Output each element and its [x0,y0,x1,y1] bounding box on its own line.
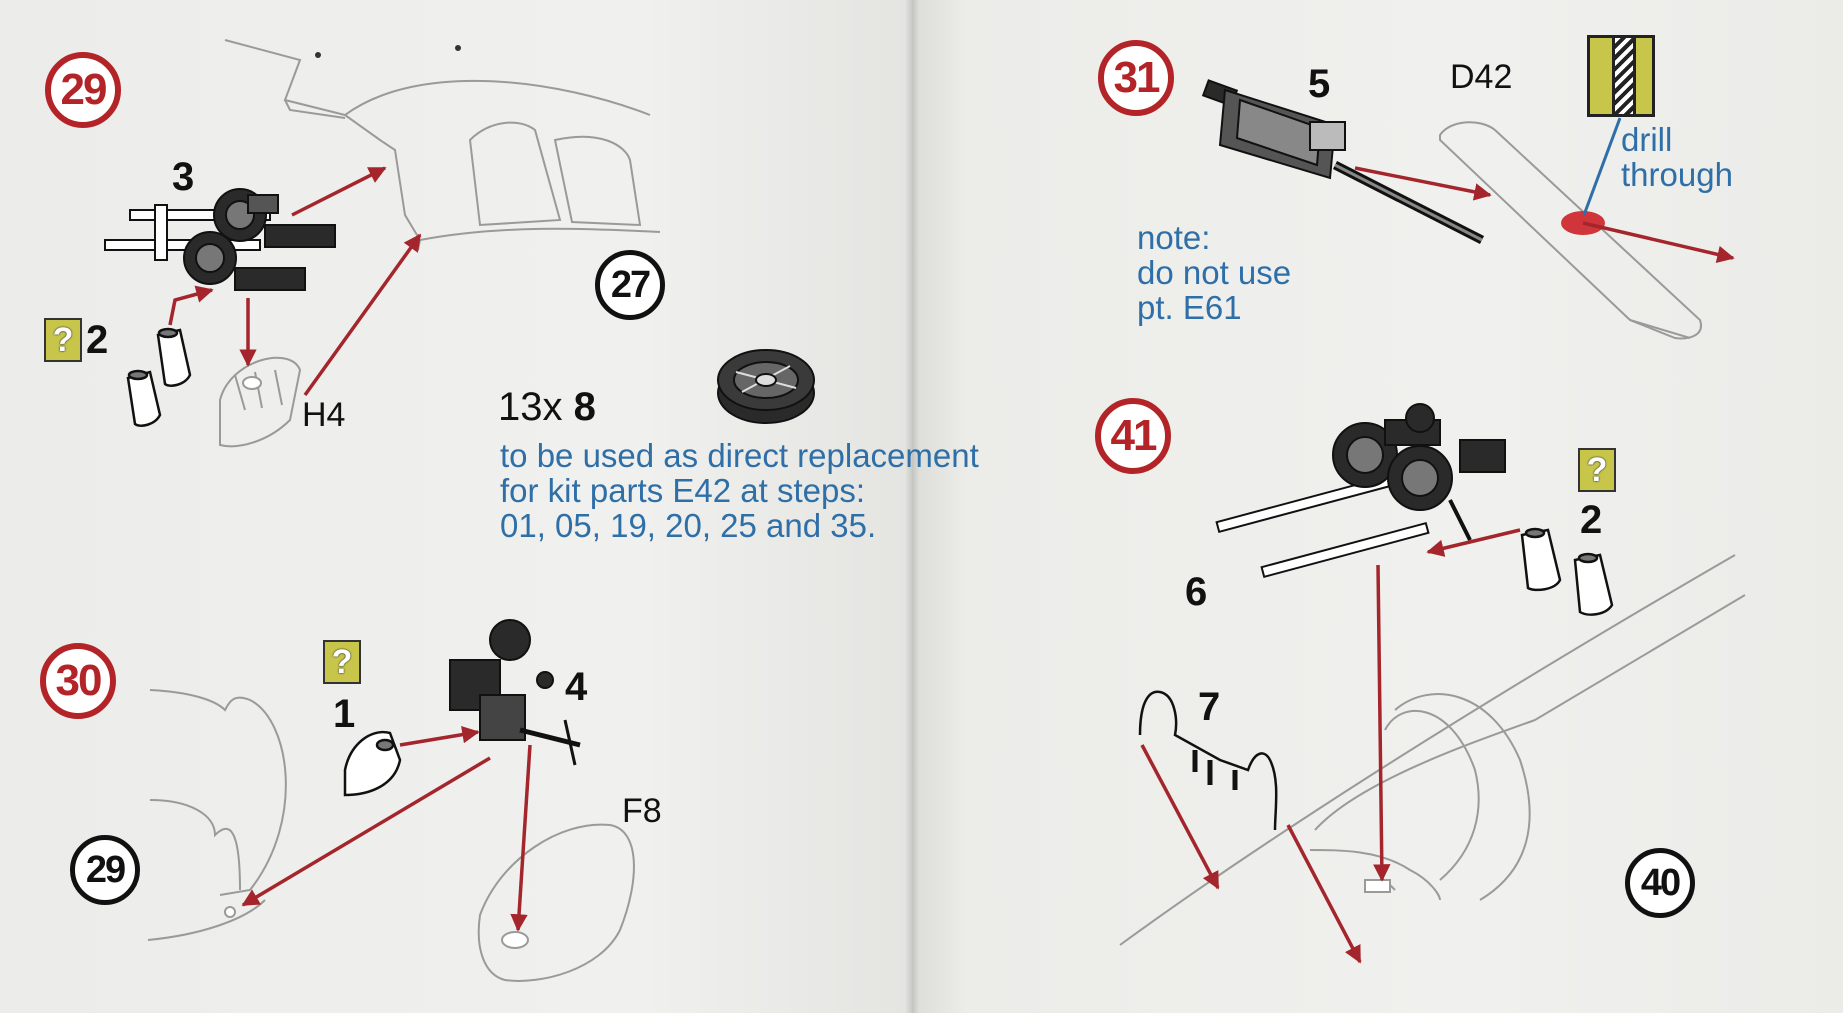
step41-fuselage-outline [1119,554,1746,946]
drill-leader-line [1582,117,1622,216]
left-page [0,0,912,1013]
step-41-badge: 41 [1095,398,1171,474]
step-30-badge: 30 [40,643,116,719]
step29-fuselage-outline [224,39,661,251]
ref-step-29-badge: 29 [70,835,140,905]
drill-note-line: drill [1621,121,1673,158]
drill-through-note: drill through [1621,122,1733,192]
part5-machine-gun-drawing [1201,79,1485,245]
page-gutter [905,0,919,1013]
part2-ammo-boxes-drawing [126,327,192,427]
part-number-6: 6 [1185,570,1208,614]
step30-fuselage-outline [147,689,287,941]
part-number-2-right: 2 [1580,498,1603,542]
usage-note-line: do not use [1137,254,1292,291]
drill-through-icon [1587,35,1655,117]
d42-wing-outline [1439,121,1702,340]
optional-part-marker: ? [323,640,361,684]
replacement-note-line: to be used as direct replacement [500,437,979,474]
part-number-7: 7 [1198,685,1221,729]
ref-step-40-badge: 40 [1625,848,1695,918]
part4-turret-gun-drawing [449,619,581,766]
replacement-note-line: 01, 05, 19, 20, 25 and 35. [500,507,877,544]
part7-rail-drawing [1138,690,1278,831]
f8-part-outline [477,823,635,982]
step29-arrows [168,166,422,397]
part-number-3: 3 [172,155,195,199]
quantity-part-number: 8 [573,385,596,429]
kit-part-d42: D42 [1450,58,1513,96]
part-number-4: 4 [565,665,588,709]
step-31-badge: 31 [1098,40,1174,116]
step31-arrows [1354,166,1735,263]
part1-ammo-box-drawing [343,730,402,797]
replacement-note: to be used as direct replacement for kit… [500,438,979,543]
step41-arrows [1140,528,1521,964]
quantity-label: 13x 8 [498,385,596,430]
part-number-1: 1 [333,692,356,736]
optional-part-marker: ? [44,318,82,362]
drill-note-line: through [1621,156,1733,193]
part2-right-ammo-boxes-drawing [1520,527,1614,616]
part6-twin-gun-mount-drawing [1215,403,1506,579]
kit-part-h4: H4 [302,396,346,434]
optional-part-marker: ? [1578,448,1616,492]
part3-gun-mount-drawing [104,188,336,291]
kit-part-f8: F8 [622,792,662,830]
drum-part8-drawing [717,349,815,424]
part-number-5: 5 [1308,62,1331,106]
step-29-badge: 29 [45,52,121,128]
replacement-note-line: for kit parts E42 at steps: [500,472,865,509]
h4-part-outline [219,356,302,448]
usage-note: note: do not use pt. E61 [1137,220,1291,325]
usage-note-line: note: [1137,219,1211,256]
right-page [912,0,1843,1013]
step30-arrows [241,725,532,932]
usage-note-line: pt. E61 [1137,289,1242,326]
ref-step-27-badge: 27 [595,250,665,320]
quantity-count: 13x [498,385,563,429]
part-number-2-left: 2 [86,318,109,362]
